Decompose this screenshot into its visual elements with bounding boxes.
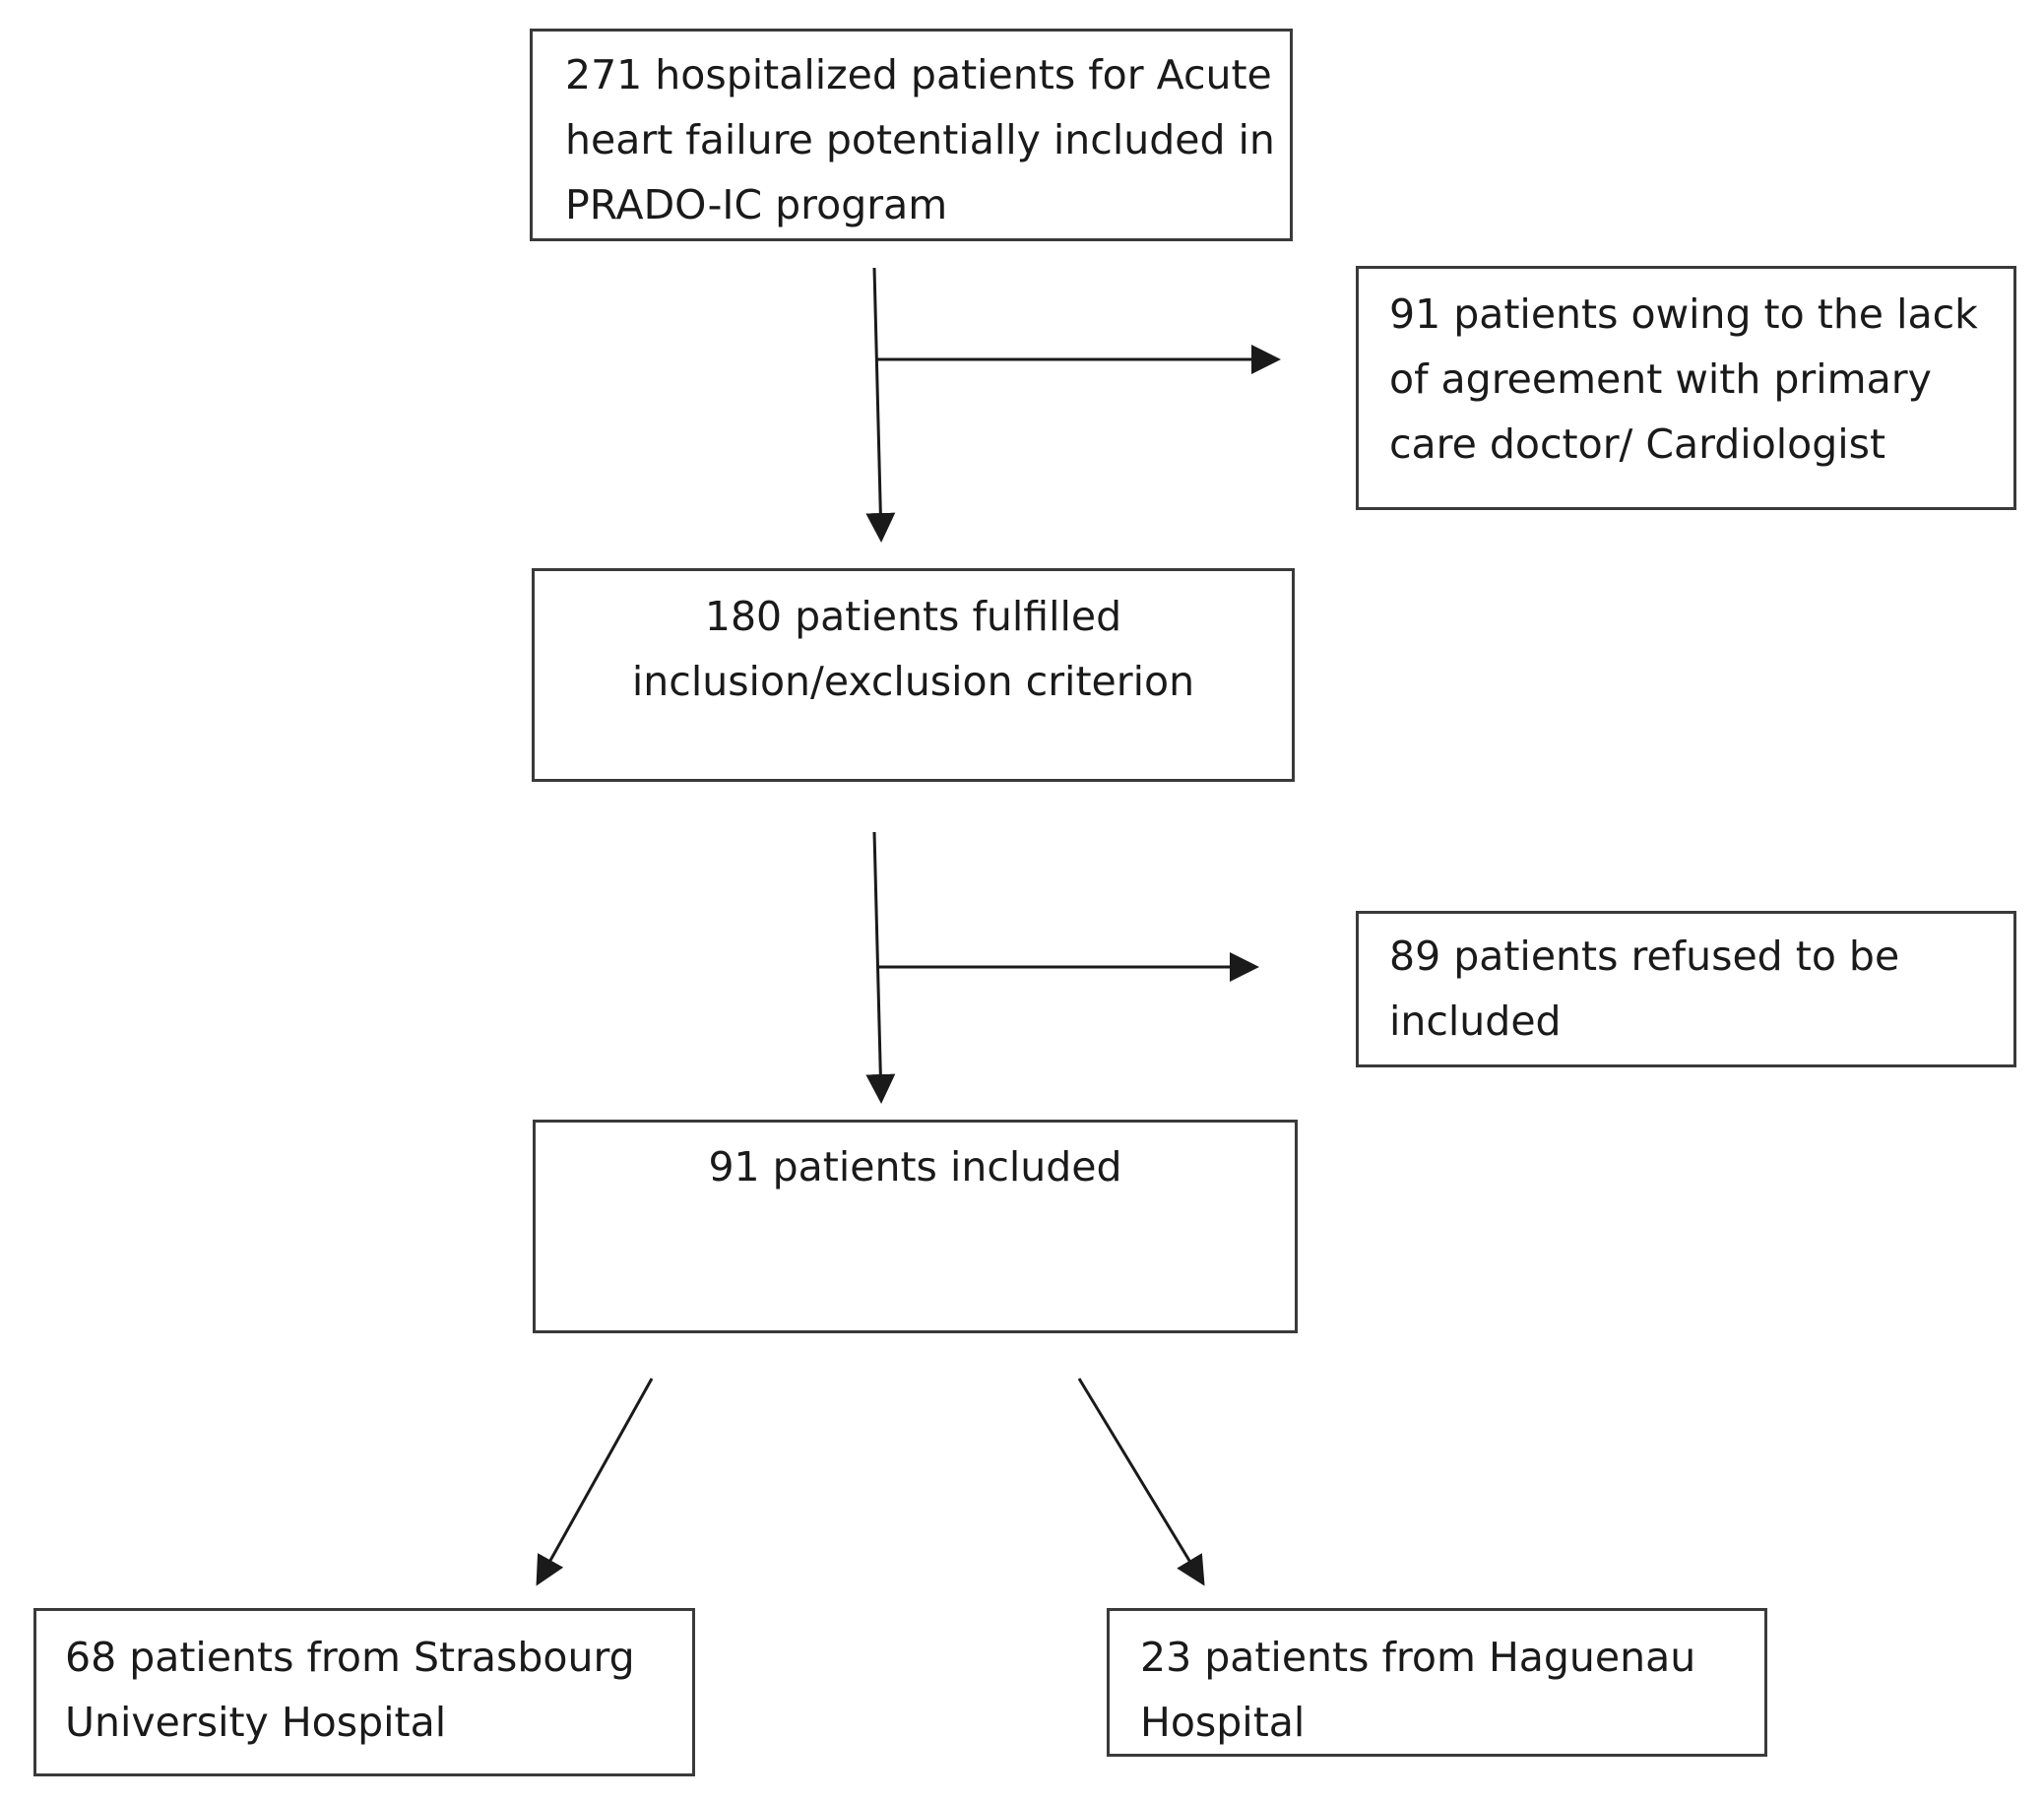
screening-box	[530, 29, 1293, 241]
exclusion-refused-box	[1356, 911, 2016, 1067]
included-text: 91 patients included	[708, 1143, 1122, 1191]
arrow-screening-to-eligible	[865, 267, 896, 543]
eligible-text: 180 patients fulfilled inclusion/exclusi…	[631, 593, 1195, 705]
arrow-included-to-haguenau	[1077, 1378, 1205, 1586]
arrow-included-to-strasbourg	[536, 1378, 654, 1586]
site-haguenau-text: 23 patients from Haguenau Hospital	[1140, 1634, 1696, 1746]
screening-text: 271 hospitalized patients for Acute hear…	[565, 51, 1275, 228]
exclusion-agreement-text: 91 patients owing to the lack of agreeme…	[1389, 290, 1978, 468]
site-strasbourg-text: 68 patients from Strasbourg University H…	[65, 1634, 635, 1746]
included-box	[533, 1120, 1298, 1333]
arrow-eligible-to-included	[865, 831, 896, 1104]
eligible-box	[532, 568, 1295, 782]
exclusion-refused-text: 89 patients refused to be included	[1389, 933, 1900, 1045]
site-strasbourg-box	[33, 1608, 695, 1776]
exclusion-agreement-box	[1356, 266, 2016, 510]
site-haguenau-box	[1107, 1608, 1767, 1757]
